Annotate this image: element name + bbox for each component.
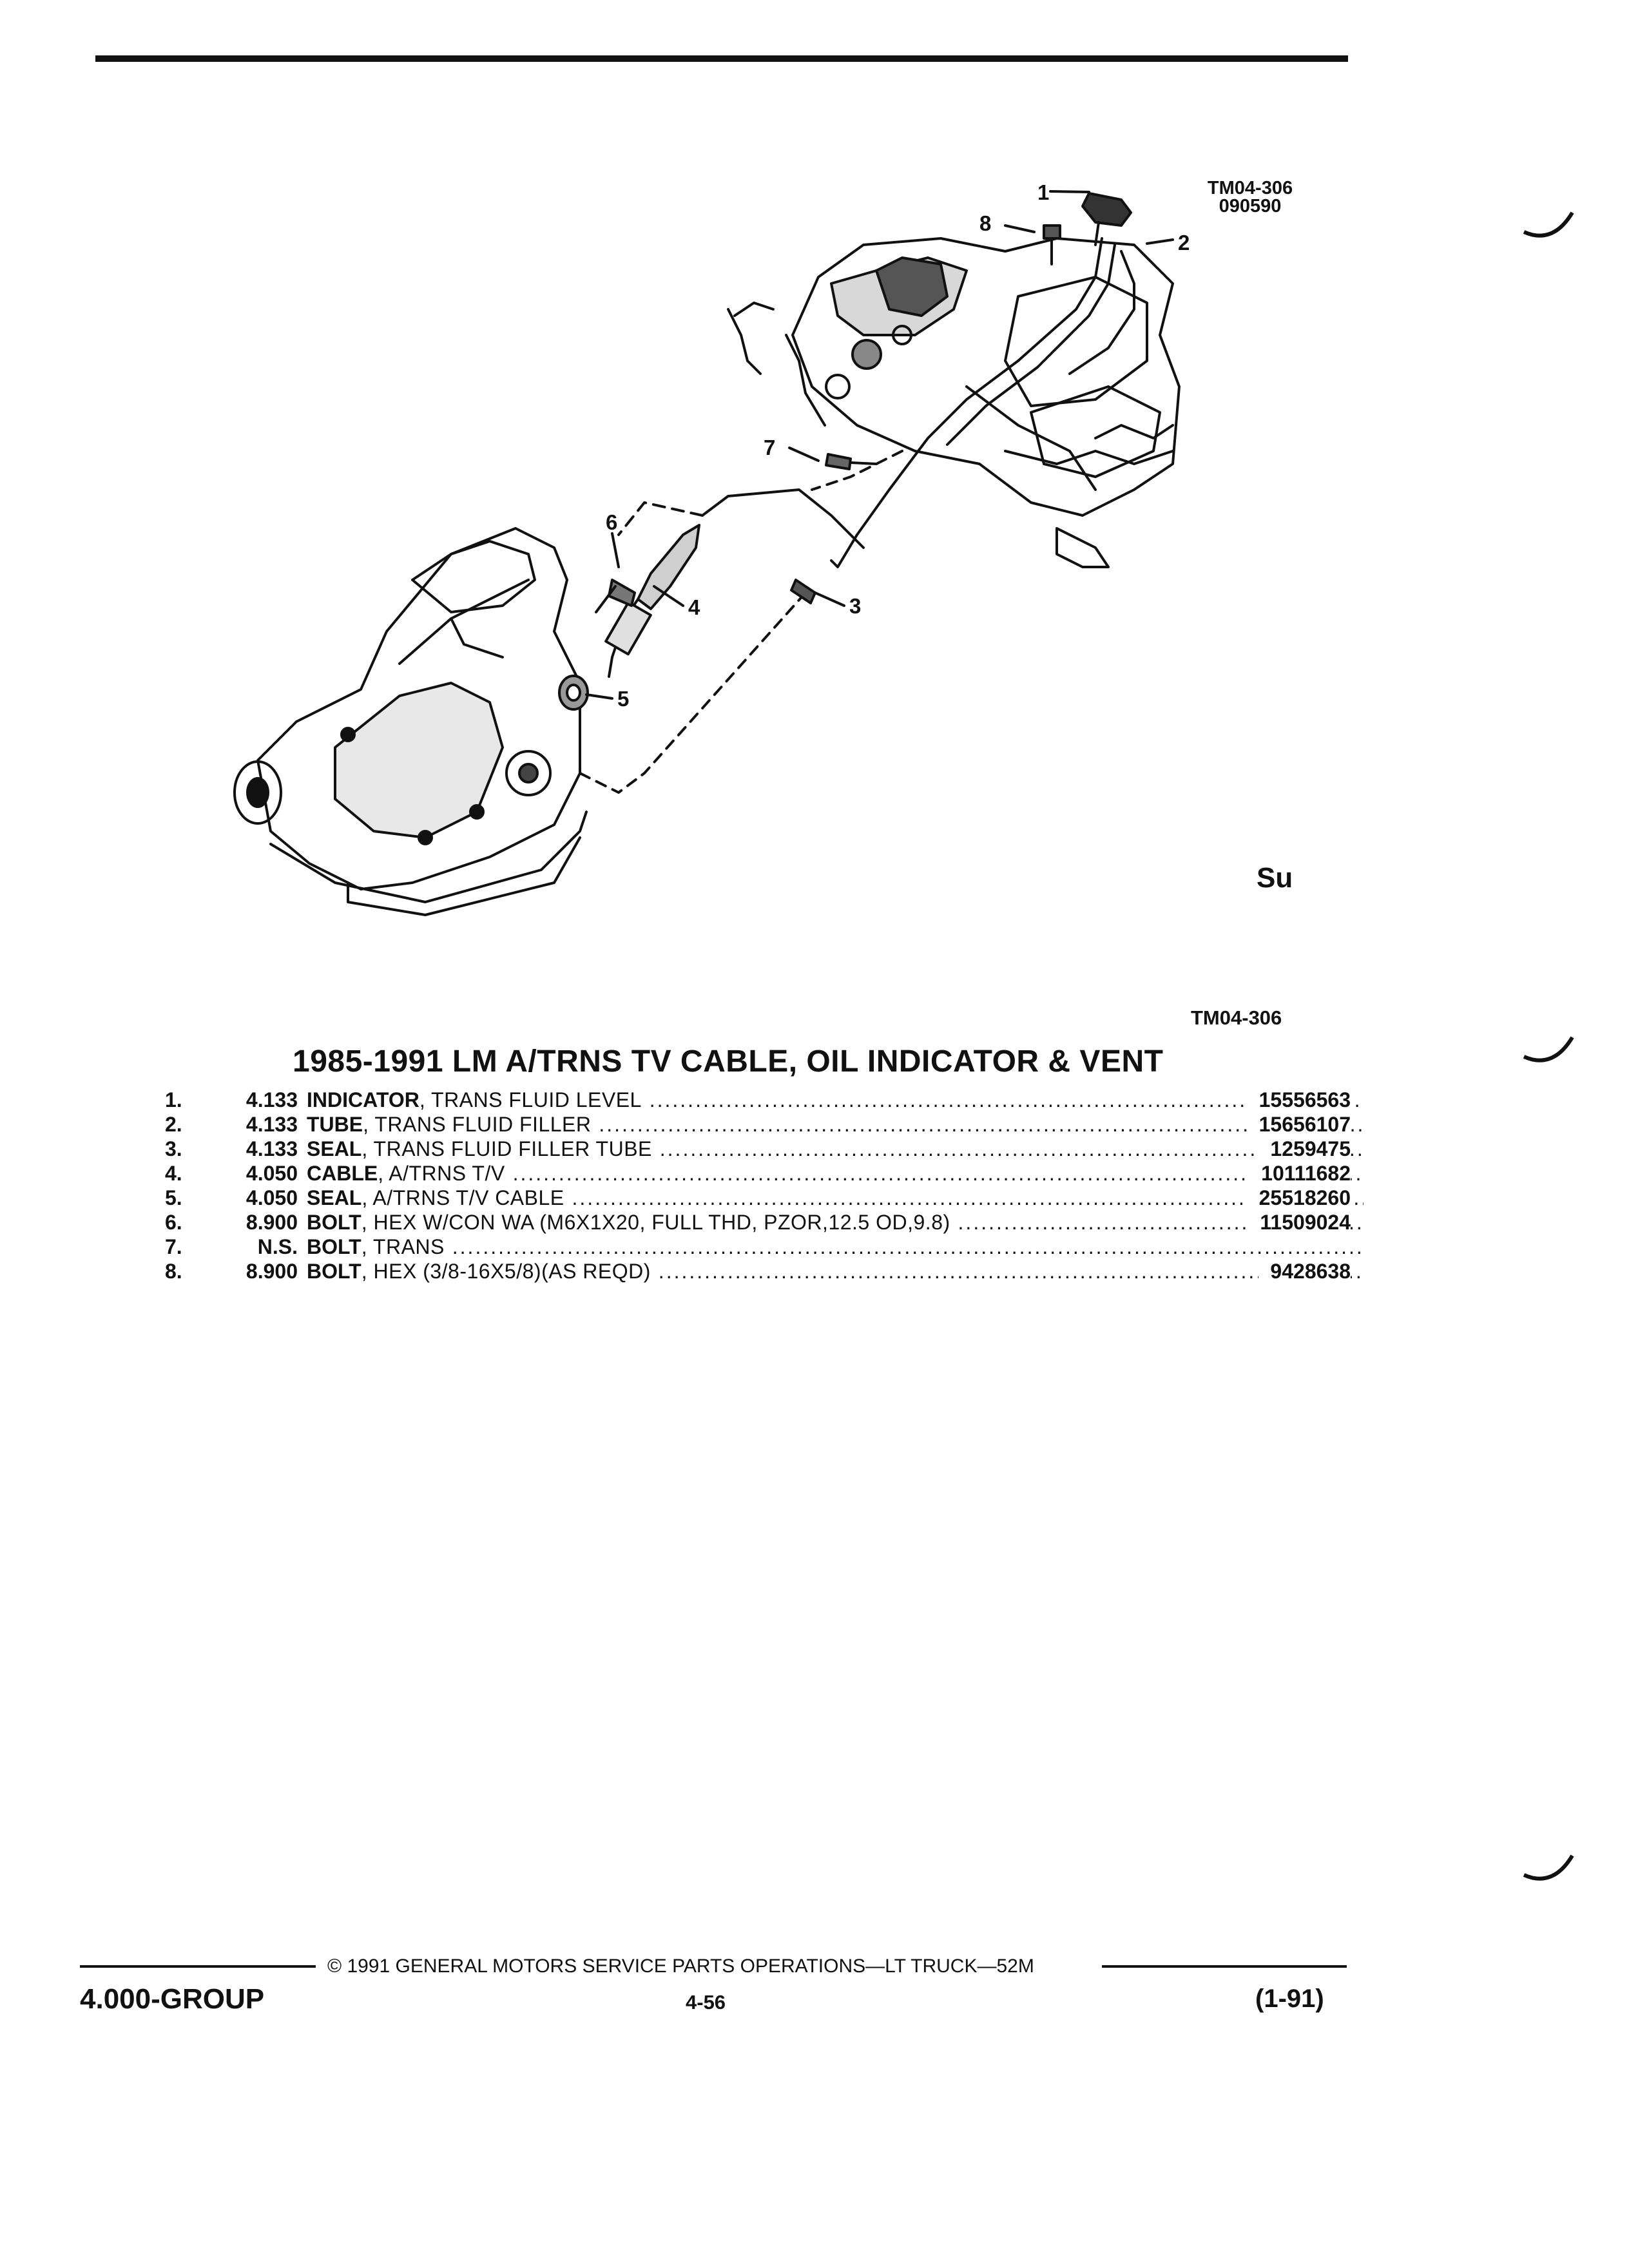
cable-guide-dashed-2 xyxy=(811,450,903,491)
part-name: TUBE xyxy=(307,1113,363,1136)
binder-mark-icon xyxy=(1523,1036,1574,1062)
part-description: , TRANS FLUID FILLER TUBE xyxy=(361,1137,652,1160)
cable-guide-dashed xyxy=(579,591,807,794)
part-description: , TRANS FLUID FILLER xyxy=(363,1113,592,1136)
callout-5: 5 xyxy=(617,687,630,711)
callout-3: 3 xyxy=(849,594,862,618)
parts-row: 2. 4.133 TUBE, TRANS FLUID FILLER ......… xyxy=(165,1112,1364,1137)
item-number: 8. xyxy=(165,1260,182,1283)
part-number: 25518260 xyxy=(1247,1186,1351,1210)
transmission-assembly xyxy=(233,527,588,916)
part-description: , A/TRNS T/V CABLE xyxy=(361,1186,564,1209)
parts-row: 6. 8.900 BOLT, HEX W/CON WA (M6X1X20, FU… xyxy=(165,1210,1364,1235)
tv-cable-dashed xyxy=(617,501,704,536)
engine-assembly xyxy=(727,237,1181,568)
callout-2: 2 xyxy=(1178,231,1190,255)
group-number: 4.050 xyxy=(246,1162,298,1185)
part-description: , HEX (3/8-16X5/8)(AS REQD) xyxy=(361,1260,651,1283)
item-number: 2. xyxy=(165,1113,182,1136)
callout-8: 8 xyxy=(979,211,992,235)
item-number: 7. xyxy=(165,1235,182,1258)
parts-row: 4. 4.050 CABLE, A/TRNS T/V .............… xyxy=(165,1161,1364,1186)
parts-row: 1. 4.133 INDICATOR, TRANS FLUID LEVEL ..… xyxy=(165,1088,1364,1112)
bolt-6 xyxy=(595,579,636,613)
indicator-1 xyxy=(1081,192,1132,246)
part-number: 15556563 xyxy=(1247,1088,1351,1112)
leader-2 xyxy=(1146,238,1174,245)
leader-6 xyxy=(611,532,620,568)
section-title: 1985-1991 LM A/TRNS TV CABLE, OIL INDICA… xyxy=(293,1044,1164,1079)
item-number: 5. xyxy=(165,1186,182,1209)
binder-mark-icon xyxy=(1523,1854,1574,1881)
part-description: , A/TRNS T/V xyxy=(378,1162,505,1185)
inspection-stamp: Su xyxy=(1257,862,1293,894)
item-number: 1. xyxy=(165,1088,182,1111)
part-name: SEAL xyxy=(307,1186,362,1209)
parts-row: 8. 8.900 BOLT, HEX (3/8-16X5/8)(AS REQD)… xyxy=(165,1259,1364,1283)
group-number: 4.050 xyxy=(246,1186,298,1209)
footer-page-number: 4-56 xyxy=(686,1991,726,2013)
group-number: 8.900 xyxy=(246,1260,298,1283)
part-name: BOLT xyxy=(307,1211,361,1234)
parts-row: 3. 4.133 SEAL, TRANS FLUID FILLER TUBE .… xyxy=(165,1137,1364,1161)
parts-list: 1. 4.133 INDICATOR, TRANS FLUID LEVEL ..… xyxy=(152,1088,1364,1283)
exploded-view-diagram xyxy=(233,190,1181,916)
item-number: 4. xyxy=(165,1162,182,1185)
part-name: INDICATOR xyxy=(307,1088,419,1111)
callout-6: 6 xyxy=(606,510,618,534)
leader-5 xyxy=(585,693,613,700)
part-name: BOLT xyxy=(307,1260,361,1283)
bolt-7 xyxy=(825,453,878,470)
leader-1 xyxy=(1049,190,1090,193)
group-number: N.S. xyxy=(257,1235,298,1258)
part-number: 1259475 xyxy=(1258,1137,1351,1161)
footer-copyright: © 1991 GENERAL MOTORS SERVICE PARTS OPER… xyxy=(327,1956,1034,1977)
footer-rule-left xyxy=(80,1965,316,1968)
group-number: 8.900 xyxy=(246,1211,298,1234)
part-description: , TRANS xyxy=(361,1235,445,1258)
part-name: CABLE xyxy=(307,1162,378,1185)
figure-code: 090590 xyxy=(1219,196,1282,216)
part-number: 11509024 xyxy=(1248,1210,1351,1235)
binder-mark-icon xyxy=(1523,211,1574,238)
part-number: 9428638 xyxy=(1258,1259,1351,1283)
part-description: , HEX W/CON WA (M6X1X20, FULL THD, PZOR,… xyxy=(361,1211,950,1234)
item-number: 3. xyxy=(165,1137,182,1160)
cable-sleeve xyxy=(637,524,700,610)
callout-7: 7 xyxy=(764,436,776,459)
tv-cable xyxy=(701,488,865,549)
footer-group: 4.000-GROUP xyxy=(80,1983,265,2015)
part-number: 15656107 xyxy=(1247,1112,1351,1137)
item-number: 6. xyxy=(165,1211,182,1234)
parts-row: 7. N.S. BOLT, TRANS ....................… xyxy=(165,1235,1364,1258)
bolt-8 xyxy=(1043,224,1061,265)
leader-4 xyxy=(653,585,684,607)
top-rule xyxy=(95,55,1348,62)
callout-4: 4 xyxy=(688,595,700,619)
part-description: , TRANS FLUID LEVEL xyxy=(419,1088,642,1111)
leader-7 xyxy=(788,447,820,462)
part-name: BOLT xyxy=(307,1235,361,1258)
figure-id-bottom: TM04-306 xyxy=(1191,1006,1282,1029)
footer-rule-right xyxy=(1102,1965,1347,1968)
footer-revision: (1-91) xyxy=(1255,1984,1324,2013)
figure-id-block: TM04-306 090590 xyxy=(1179,178,1321,216)
callout-1: 1 xyxy=(1037,180,1050,204)
part-name: SEAL xyxy=(307,1137,362,1160)
figure-id: TM04-306 xyxy=(1207,178,1293,198)
part-number: 10111682 xyxy=(1249,1161,1351,1186)
group-number: 4.133 xyxy=(246,1088,298,1111)
parts-row: 5. 4.050 SEAL, A/TRNS T/V CABLE ........… xyxy=(165,1186,1364,1210)
seal-3 xyxy=(790,579,816,604)
group-number: 4.133 xyxy=(246,1137,298,1160)
leader-3 xyxy=(814,591,845,607)
filler-tube xyxy=(830,237,1103,568)
leader-8 xyxy=(1004,224,1036,233)
seal-5 xyxy=(558,675,589,711)
group-number: 4.133 xyxy=(246,1113,298,1136)
